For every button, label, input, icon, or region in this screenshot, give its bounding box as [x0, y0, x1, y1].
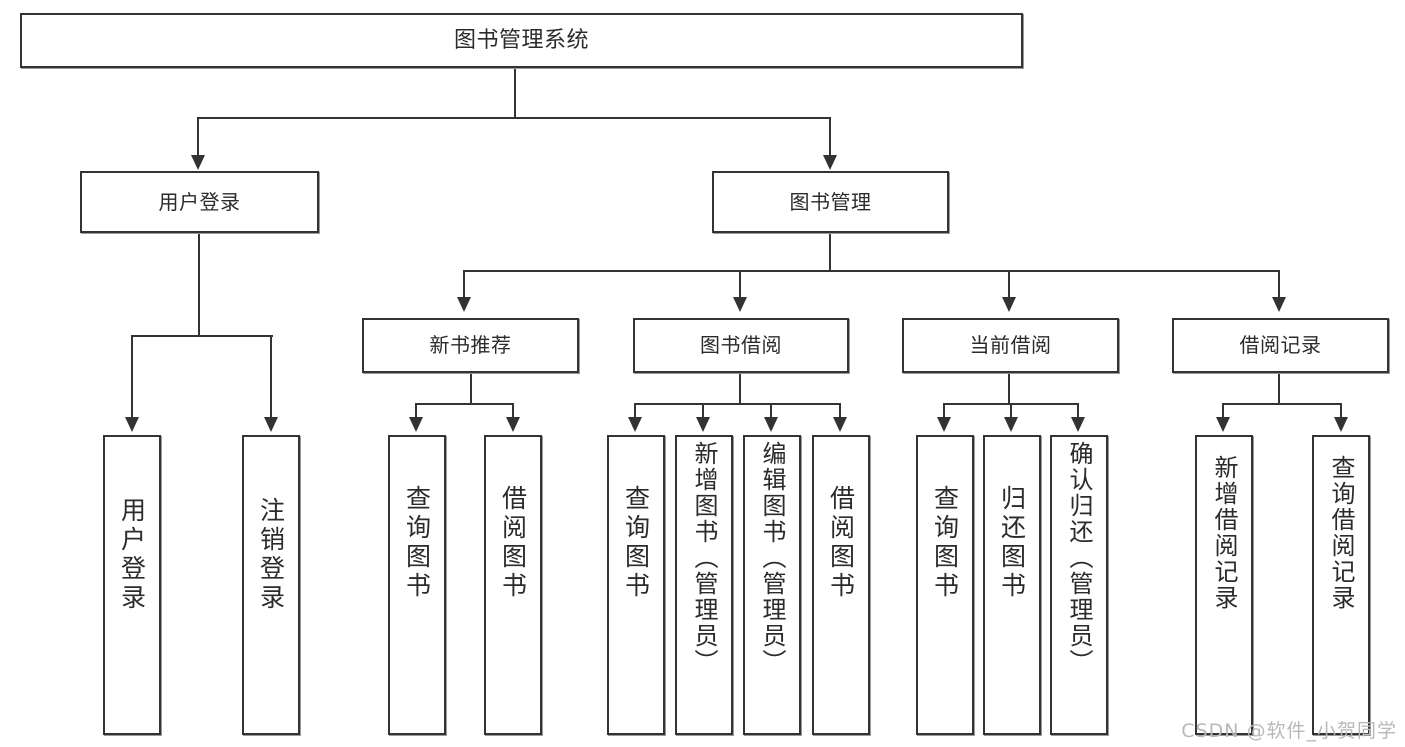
leaf-query-book-current[interactable]: 查询图书 — [916, 435, 974, 735]
arrowhead-l5 — [628, 417, 642, 432]
leaf-query-book-borrow[interactable]: 查询图书 — [607, 435, 665, 735]
edge-login-bus — [132, 335, 273, 337]
edge-current-to-l11 — [1077, 403, 1079, 419]
node-user-login[interactable]: 用户登录 — [80, 171, 319, 233]
edge-bookmgr-to-current — [1008, 270, 1010, 299]
node-book-borrow[interactable]: 图书借阅 — [633, 318, 849, 373]
edge-record-stem — [1278, 373, 1280, 404]
leaf-add-borrow-record[interactable]: 新增借阅记录 — [1195, 435, 1253, 735]
leaf-confirm-return-admin[interactable]: 确认归还（管理员） — [1050, 435, 1108, 735]
edge-record-to-l13 — [1340, 403, 1342, 419]
edge-root-to-bookmgr — [829, 117, 831, 157]
edge-current-stem — [1008, 373, 1010, 404]
arrowhead-borrow — [733, 297, 747, 312]
arrowhead-login — [191, 155, 205, 170]
arrowhead-l2 — [264, 417, 278, 432]
node-label: 查询借阅记录 — [1327, 455, 1355, 611]
node-current-borrow[interactable]: 当前借阅 — [902, 318, 1119, 373]
arrowhead-l9 — [937, 417, 951, 432]
edge-record-to-l12 — [1222, 403, 1224, 419]
node-label: 用户登录 — [117, 497, 147, 613]
edge-bookmgr-stem — [829, 233, 831, 271]
edge-bookmgr-to-borrow — [739, 270, 741, 299]
arrowhead-l3 — [409, 417, 423, 432]
edge-bookmgr-to-record — [1278, 270, 1280, 299]
edge-newbook-stem — [470, 373, 472, 404]
leaf-edit-book-admin[interactable]: 编辑图书（管理员） — [743, 435, 801, 735]
edge-record-bus — [1223, 403, 1342, 405]
arrowhead-l8 — [833, 417, 847, 432]
node-label: 图书管理系统 — [453, 27, 589, 53]
edge-root-to-login — [197, 117, 199, 157]
leaf-return-book[interactable]: 归还图书 — [983, 435, 1041, 735]
arrowhead-l11 — [1071, 417, 1085, 432]
edge-root-stem — [514, 68, 516, 118]
arrowhead-record — [1272, 297, 1286, 312]
node-label: 确认归还（管理员） — [1065, 441, 1093, 675]
node-label: 图书管理 — [789, 189, 872, 214]
edge-login-stem — [198, 233, 200, 336]
node-borrow-record[interactable]: 借阅记录 — [1172, 318, 1389, 373]
leaf-user-login[interactable]: 用户登录 — [103, 435, 161, 735]
arrowhead-current — [1002, 297, 1016, 312]
arrowhead-l1 — [125, 417, 139, 432]
arrowhead-l13 — [1334, 417, 1348, 432]
leaf-query-book-newbook[interactable]: 查询图书 — [388, 435, 446, 735]
node-label: 编辑图书（管理员） — [758, 441, 786, 675]
watermark-text: CSDN @软件_小贺同学 — [1181, 720, 1397, 742]
node-label: 归还图书 — [997, 485, 1027, 601]
arrowhead-l7 — [764, 417, 778, 432]
edge-login-to-l1 — [131, 335, 133, 419]
edge-borrow-bus — [635, 403, 841, 405]
edge-newbook-bus — [416, 403, 514, 405]
node-label: 查询图书 — [621, 485, 651, 601]
edge-bookmgr-to-newbook — [463, 270, 465, 299]
edge-login-to-l2 — [270, 335, 272, 419]
edge-borrow-to-l7 — [770, 403, 772, 419]
arrowhead-bookmgr — [823, 155, 837, 170]
node-new-book-recommend[interactable]: 新书推荐 — [362, 318, 579, 373]
node-label: 当前借阅 — [969, 333, 1052, 357]
arrowhead-l12 — [1216, 417, 1230, 432]
leaf-borrow-book[interactable]: 借阅图书 — [812, 435, 870, 735]
edge-borrow-to-l6 — [702, 403, 704, 419]
leaf-add-book-admin[interactable]: 新增图书（管理员） — [675, 435, 733, 735]
edge-newbook-to-l3 — [415, 403, 417, 419]
leaf-query-borrow-record[interactable]: 查询借阅记录 — [1312, 435, 1370, 735]
node-label: 新书推荐 — [429, 333, 512, 357]
node-label: 新增借阅记录 — [1210, 455, 1238, 611]
node-label: 图书借阅 — [700, 333, 782, 357]
node-label: 新增图书（管理员） — [690, 441, 718, 675]
edge-borrow-stem — [739, 373, 741, 404]
leaf-borrow-book-newbook[interactable]: 借阅图书 — [484, 435, 542, 735]
edge-current-to-l9 — [943, 403, 945, 419]
edge-newbook-to-l4 — [512, 403, 514, 419]
node-root-system[interactable]: 图书管理系统 — [20, 13, 1023, 68]
arrowhead-l10 — [1004, 417, 1018, 432]
edge-current-to-l10 — [1010, 403, 1012, 419]
node-label: 用户登录 — [158, 189, 241, 214]
edge-root-bus — [198, 117, 831, 119]
arrowhead-l4 — [506, 417, 520, 432]
leaf-logout[interactable]: 注销登录 — [242, 435, 300, 735]
arrowhead-l6 — [696, 417, 710, 432]
node-label: 注销登录 — [256, 497, 286, 613]
edge-borrow-to-l5 — [634, 403, 636, 419]
node-label: 借阅图书 — [826, 485, 856, 601]
node-book-management[interactable]: 图书管理 — [712, 171, 949, 233]
node-label: 查询图书 — [402, 485, 432, 601]
node-label: 查询图书 — [930, 485, 960, 601]
edge-borrow-to-l8 — [839, 403, 841, 419]
node-label: 借阅图书 — [498, 485, 528, 601]
edge-bookmgr-bus — [464, 270, 1279, 272]
node-label: 借阅记录 — [1239, 333, 1322, 357]
arrowhead-newbook — [457, 297, 471, 312]
